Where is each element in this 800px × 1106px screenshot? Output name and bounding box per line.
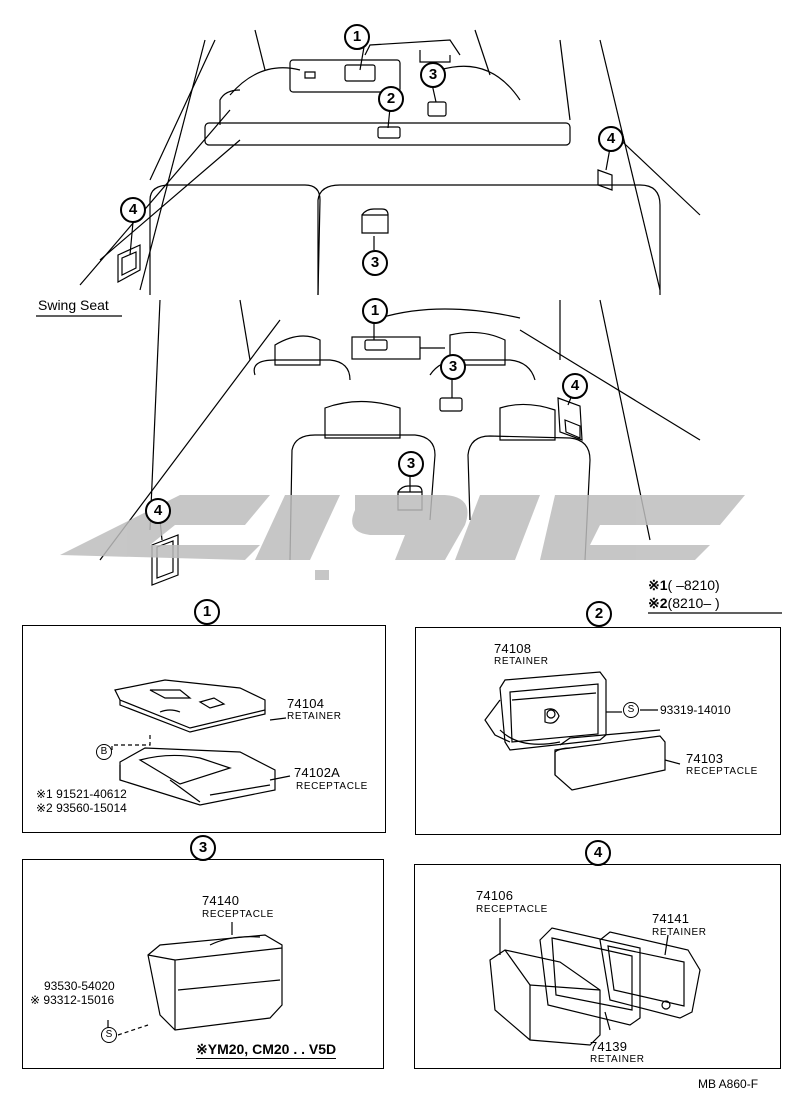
watermark-logo <box>60 495 745 580</box>
panel2-screw-mark: S <box>623 702 639 718</box>
panel1-bolt-mark: B <box>96 744 112 760</box>
callout-4-mid-left: 4 <box>145 498 171 524</box>
callout-4-top-right: 4 <box>598 126 624 152</box>
panel2-receptacle-name: RECEPTACLE <box>686 766 758 777</box>
panel1-note-1: ※1 91521-40612 <box>36 787 127 801</box>
legend-line-2: ※2(8210– ) <box>648 596 720 610</box>
callout-3-top-right: 3 <box>420 62 446 88</box>
panel1-receptacle-name: RECEPTACLE <box>296 781 368 792</box>
panel2-box <box>415 627 781 835</box>
callout-3-mid-right: 3 <box>440 354 466 380</box>
footer-code: MB A860-F <box>698 1077 759 1091</box>
legend-mark-2: ※2 <box>648 595 668 611</box>
callout-2-top: 2 <box>378 86 404 112</box>
panel2-screw-pn: 93319-14010 <box>660 703 731 717</box>
callout-1-top: 1 <box>344 24 370 50</box>
panel3-title: 3 <box>190 835 216 861</box>
callout-1-mid: 1 <box>362 298 388 324</box>
panel1-retainer-name: RETAINER <box>287 711 342 722</box>
callout-3-mid-seat: 3 <box>398 451 424 477</box>
panel2-retainer-name: RETAINER <box>494 656 549 667</box>
legend-line-1: ※1( –8210) <box>648 578 720 592</box>
panel1-drawing <box>111 679 291 806</box>
panel4-retainer2-name: RETAINER <box>590 1054 645 1065</box>
panel1-title: 1 <box>194 599 220 625</box>
panel2-title: 2 <box>586 601 612 627</box>
top-interior-view <box>79 29 701 296</box>
panel2-retainer-pn: 74108 <box>494 641 532 656</box>
panel2-drawing <box>484 671 681 791</box>
legend-mark-1: ※1 <box>648 577 668 593</box>
panel4-retainer2-pn: 74139 <box>590 1039 628 1054</box>
panel3-screw-2: ※ 93312-15016 <box>30 993 115 1007</box>
panel1-box <box>22 625 386 833</box>
panel1-retainer-pn: 74104 <box>287 696 325 711</box>
panel1-receptacle-pn: 74102A <box>294 765 341 780</box>
panel1-note-2: ※2 93560-15014 <box>36 801 127 815</box>
panel3-model-note: ※YM20, CM20 . . V5D <box>196 1041 337 1059</box>
callout-4-top-left: 4 <box>120 197 146 223</box>
panel2-receptacle-pn: 74103 <box>686 751 724 766</box>
panel4-retainer-name: RETAINER <box>652 927 707 938</box>
legend-range-2: (8210– ) <box>667 595 720 611</box>
middle-interior-view <box>99 299 701 586</box>
callout-3-top-seat: 3 <box>362 250 388 276</box>
panel3-drawing <box>107 922 283 1036</box>
panel3-screw-mark: S <box>101 1027 117 1043</box>
panel4-box <box>414 864 781 1069</box>
panel4-title: 4 <box>585 840 611 866</box>
panel3-box <box>22 859 384 1069</box>
panel4-receptacle-pn: 74106 <box>476 888 514 903</box>
panel4-drawing <box>489 918 701 1046</box>
panel3-screw-1: 93530-54020 <box>44 979 115 993</box>
panel3-receptacle-pn: 74140 <box>202 893 240 908</box>
callout-4-mid-right: 4 <box>562 373 588 399</box>
panel4-retainer-pn: 74141 <box>652 911 690 926</box>
legend-range-1: ( –8210) <box>667 577 720 593</box>
swing-seat-label: Swing Seat <box>38 297 109 313</box>
panel3-receptacle-name: RECEPTACLE <box>202 909 274 920</box>
panel4-receptacle-name: RECEPTACLE <box>476 904 548 915</box>
